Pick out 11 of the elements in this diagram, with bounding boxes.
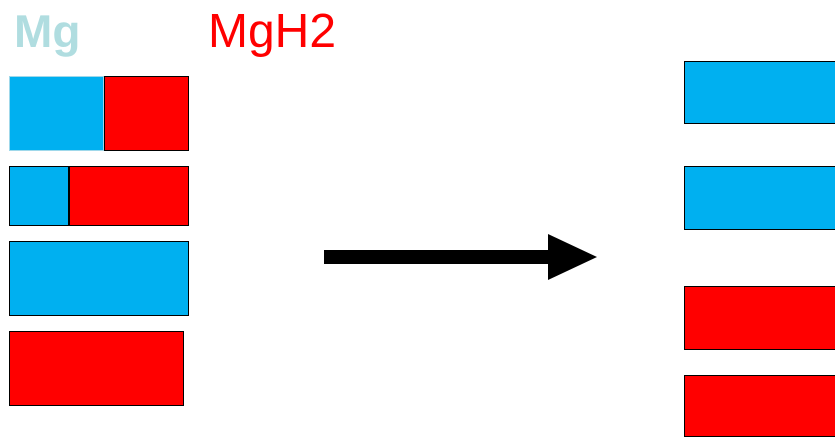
bar [684, 375, 835, 437]
bar [9, 331, 184, 406]
bar [104, 76, 189, 151]
bar [9, 241, 189, 316]
material-label: MgH2 [208, 8, 336, 56]
bar [684, 166, 835, 230]
bar [684, 61, 835, 124]
bar [684, 286, 835, 350]
bar [9, 166, 69, 226]
bar [9, 76, 104, 151]
bar [69, 166, 189, 226]
